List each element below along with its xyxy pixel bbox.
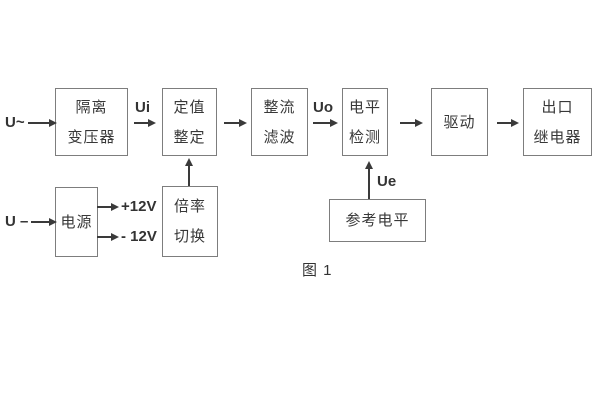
arrow-reference-level-to-level-detect — [365, 161, 373, 199]
label-signal-uo: Uo — [313, 99, 333, 116]
block-power-supply: 电源 — [55, 187, 98, 257]
arrow-level-detect-to-driver — [400, 119, 423, 127]
block-isolation-transformer-line1: 隔离 — [75, 98, 108, 116]
arrow-setting-adjust-to-rectifier-filter — [224, 119, 247, 127]
label-input-ac: U~ — [5, 114, 25, 131]
block-rectifier-filter: 整流 滤波 — [251, 88, 308, 156]
block-reference-level: 参考电平 — [329, 199, 426, 242]
arrow-ratio-switch-to-setting-adjust — [185, 158, 193, 186]
block-setting-adjust-line1: 定值 — [173, 98, 206, 116]
block-driver-line1: 驱动 — [443, 113, 476, 131]
block-level-detect-line1: 电平 — [348, 98, 381, 116]
block-reference-level-line1: 参考电平 — [345, 212, 410, 229]
block-output-relay: 出口 继电器 — [523, 88, 592, 156]
block-isolation-transformer: 隔离 变压器 — [55, 88, 128, 156]
label-rail-neg12v: - 12V — [121, 228, 157, 245]
block-output-relay-line1: 出口 — [541, 98, 574, 116]
block-rectifier-filter-line2: 滤波 — [263, 128, 296, 146]
arrow-ac-input-to-isolation-transformer — [28, 119, 57, 127]
block-rectifier-filter-line1: 整流 — [263, 98, 296, 116]
label-signal-ue: Ue — [377, 173, 397, 190]
block-ratio-switch: 倍率 切换 — [162, 186, 218, 257]
block-isolation-transformer-line2: 变压器 — [67, 128, 116, 146]
block-ratio-switch-line2: 切换 — [173, 228, 206, 245]
label-rail-pos12v: +12V — [121, 198, 157, 215]
arrow-dc-input-to-power-supply — [31, 218, 57, 226]
figure-caption: 图 1 — [302, 262, 333, 279]
block-level-detect-line2: 检测 — [348, 128, 381, 146]
label-input-dc: U – — [5, 213, 29, 230]
block-output-relay-line2: 继电器 — [533, 128, 582, 146]
block-driver: 驱动 — [431, 88, 488, 156]
label-signal-ui: Ui — [135, 99, 150, 116]
block-level-detect: 电平 检测 — [342, 88, 388, 156]
block-power-supply-line1: 电源 — [60, 213, 93, 231]
arrow-rectifier-filter-to-level-detect — [313, 119, 338, 127]
block-setting-adjust: 定值 整定 — [162, 88, 217, 156]
arrow-isolation-transformer-to-setting-adjust — [134, 119, 156, 127]
block-setting-adjust-line2: 整定 — [173, 128, 206, 146]
arrow-power-supply-pos12v — [97, 203, 119, 211]
block-ratio-switch-line1: 倍率 — [173, 198, 206, 215]
arrow-driver-to-output-relay — [497, 119, 519, 127]
arrow-power-supply-neg12v — [97, 233, 119, 241]
